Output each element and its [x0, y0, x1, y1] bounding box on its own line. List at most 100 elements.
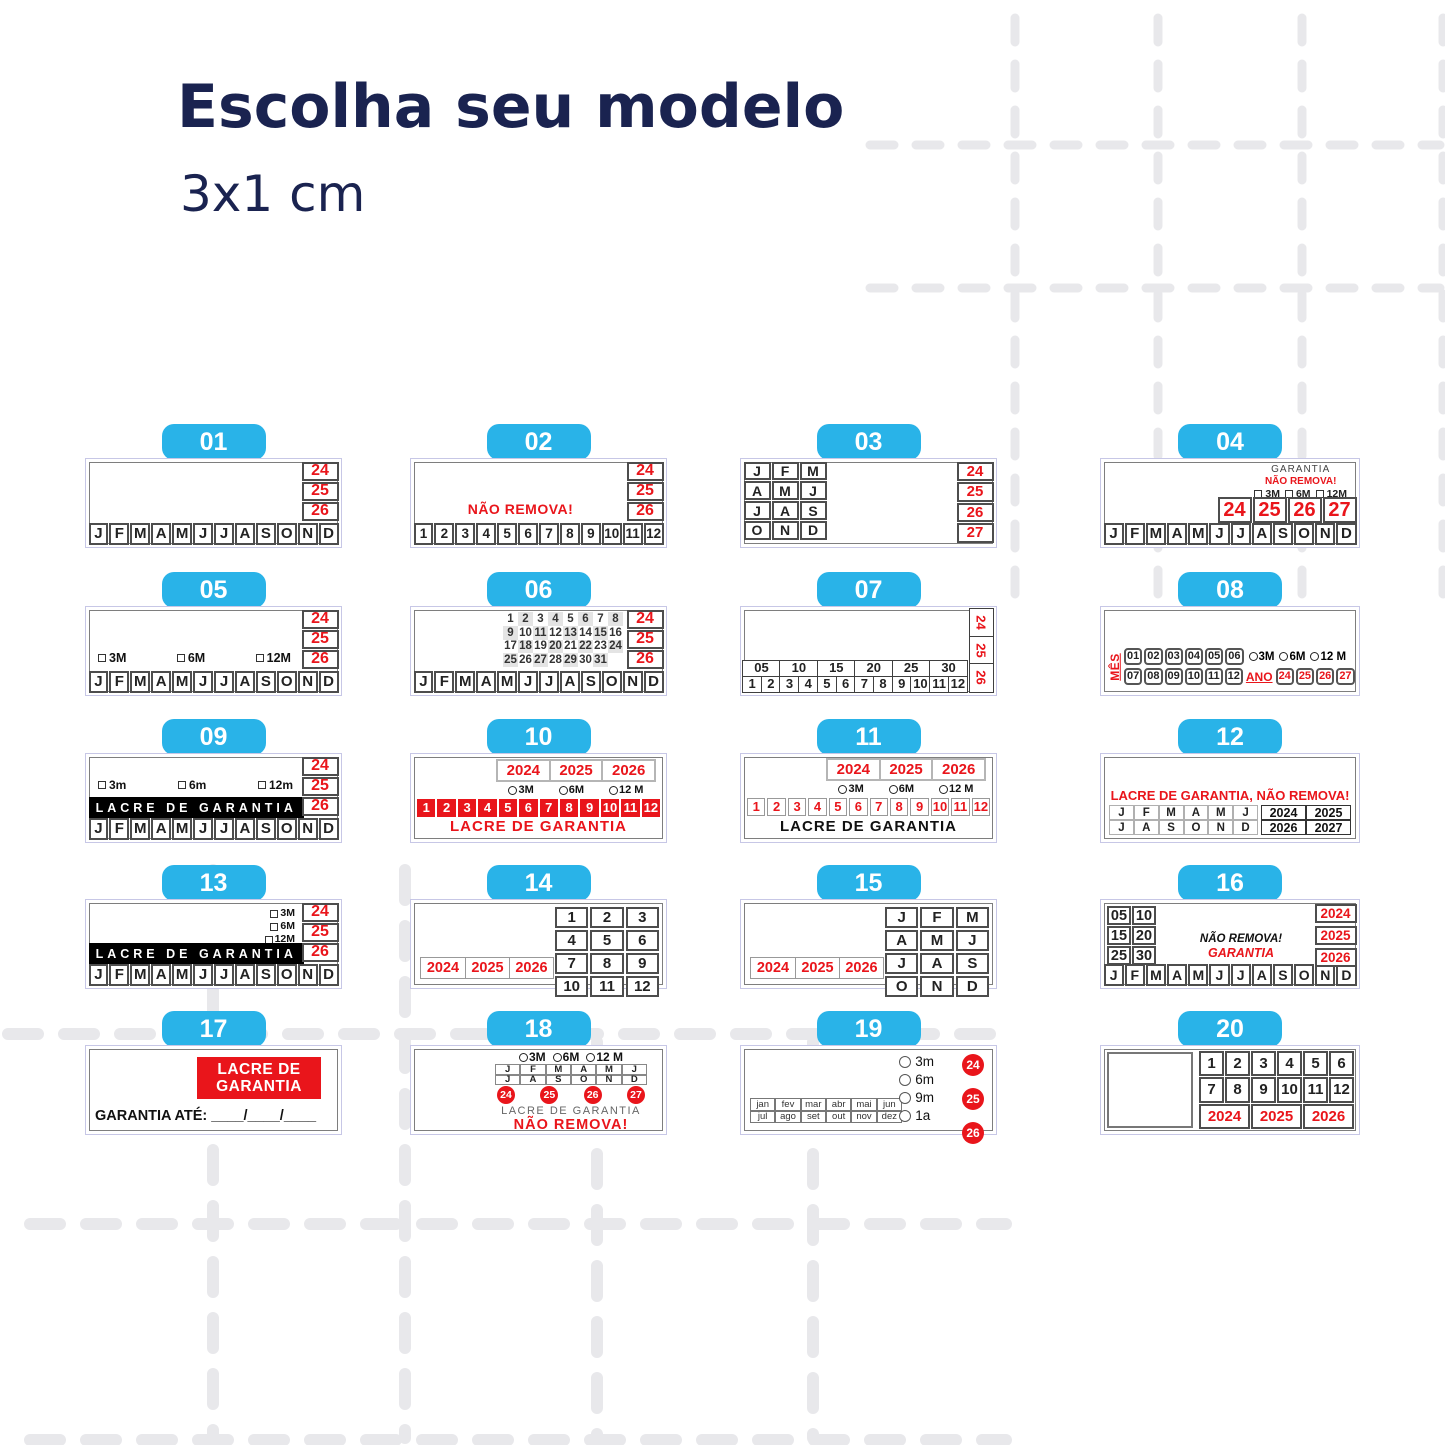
month-cell: D [799, 520, 827, 540]
radio-icon [586, 1052, 596, 1062]
year-cell: 24 [301, 461, 339, 481]
year-cell: 26 [301, 942, 339, 962]
number-cell: 6 [835, 675, 856, 693]
model-15-badge: 15 [816, 865, 921, 901]
year-cell: 2025 [1306, 805, 1351, 820]
option-label: 3M [280, 907, 295, 919]
year-cell: 25 [968, 635, 994, 665]
number-cell: 5 [497, 522, 518, 545]
warning-text: NÃO REMOVA! [1264, 476, 1337, 487]
month-cell: N [297, 817, 318, 840]
month-cell: J [1109, 805, 1134, 820]
year-cell: 26 [626, 649, 664, 669]
month-cell: J [743, 461, 771, 481]
month-cell: S [255, 670, 276, 693]
model-19-badge: 19 [816, 1011, 921, 1047]
radio-icon [899, 1055, 912, 1068]
model-17[interactable]: 17 LACRE DE GARANTIA GARANTIA ATÉ: ____/… [85, 1011, 342, 1135]
number-cell: 12 [1329, 1077, 1354, 1103]
blank-panel [1107, 1052, 1193, 1128]
month-cell: N [771, 520, 799, 540]
checkbox-icon [255, 654, 264, 662]
month-cell: A [559, 670, 580, 693]
warning-text: NÃO REMOVA! [467, 501, 574, 517]
number-cell: 2 [1225, 1051, 1250, 1077]
checkbox-option: 6m [177, 778, 206, 792]
model-04-badge: 04 [1178, 424, 1282, 460]
year-cell: 24 [626, 609, 664, 629]
year-cell: 25 [1252, 497, 1287, 523]
month-cell: M [130, 963, 151, 986]
year-box: 27 [1336, 668, 1355, 685]
number-cell: 2 [437, 799, 458, 817]
month-cell: J [214, 817, 234, 840]
month-cell: A [234, 817, 255, 840]
month-cell: S [545, 1074, 571, 1085]
month-cell: M [455, 670, 476, 693]
month-cell: A [151, 670, 172, 693]
seal-title: LACRE DE GARANTIA, NÃO REMOVA! [1110, 788, 1350, 803]
option-label: 3M [1258, 650, 1275, 663]
day-cell: 7 [597, 612, 604, 625]
month-cell: F [520, 1064, 546, 1075]
radio-icon [899, 1109, 912, 1122]
number-cell: 4 [555, 930, 589, 951]
number-cell: 7 [869, 798, 888, 816]
month-box: 10 [1184, 668, 1203, 685]
number-cell: 1 [1199, 1051, 1224, 1077]
scale-cell: 30 [929, 660, 969, 677]
option-label: 6M [568, 784, 585, 796]
number-cell: 12 [625, 976, 659, 997]
month-cell: F [1124, 522, 1145, 545]
month-cell: J [955, 930, 989, 951]
month-cell: A [234, 670, 255, 693]
radio-icon [609, 785, 619, 795]
month-cell: A [151, 817, 172, 840]
number-cell: 11 [929, 675, 950, 693]
radio-option: 12 M [586, 1050, 623, 1064]
month-cell: M [799, 461, 827, 481]
month-box: 09 [1164, 668, 1183, 685]
year-cell: 2024 [1199, 1103, 1250, 1129]
month-cell: A [1133, 820, 1159, 835]
month-cell: S [255, 817, 276, 840]
garantia-text: GARANTIA [1271, 464, 1331, 475]
month-cell: N [1315, 522, 1336, 545]
radio-option: 3M [838, 783, 864, 795]
number-cell: 8 [559, 799, 581, 817]
month-cell: J [539, 670, 559, 693]
month-box: 05 [1205, 648, 1224, 665]
month-cell: D [643, 670, 664, 693]
option-label: 12 M [1320, 650, 1347, 663]
